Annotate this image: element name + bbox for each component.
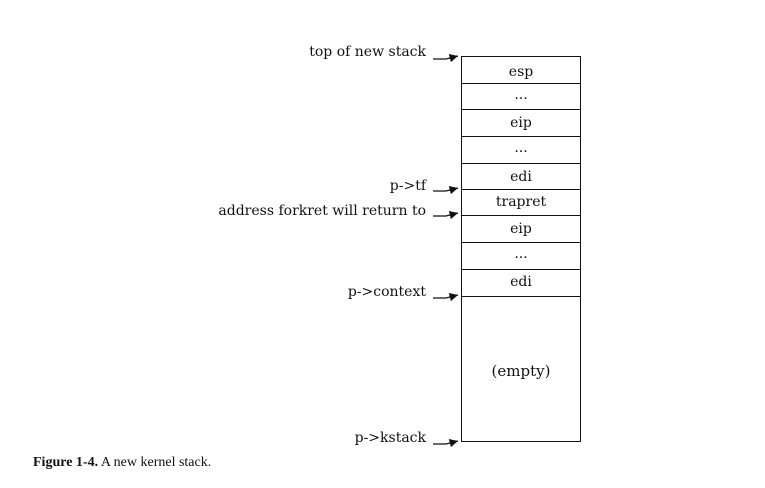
kernel-stack: esp ... eip ... edi trapret eip ... edi …: [461, 56, 581, 442]
cell-label: ...: [514, 246, 528, 262]
cell-label: eip: [510, 115, 532, 131]
arrow-p-context: [433, 292, 459, 302]
stack-cell-edi: edi: [462, 270, 580, 297]
pointer-label-p-kstack: p->kstack: [354, 430, 426, 446]
cell-label: eip: [510, 221, 532, 237]
cell-label: (empty): [491, 362, 551, 380]
arrow-top-of-new-stack: [433, 53, 459, 63]
cell-label: esp: [508, 64, 534, 80]
stack-cell-edi: edi: [462, 164, 580, 190]
arrow-p-kstack: [433, 438, 459, 448]
arrow-forkret-return: [433, 210, 459, 220]
pointer-label-p-context: p->context: [347, 284, 426, 300]
pointer-label-forkret-return: address forkret will return to: [218, 203, 426, 219]
cell-label: edi: [510, 169, 532, 185]
pointer-label-top-of-new-stack: top of new stack: [309, 44, 426, 60]
stack-cell-ellipsis: ...: [462, 137, 580, 164]
stack-cell-eip: eip: [462, 110, 580, 137]
figure-caption: Figure 1-4. A new kernel stack.: [33, 455, 211, 471]
stack-cell-empty: (empty): [462, 297, 580, 441]
cell-label: edi: [510, 274, 532, 290]
stack-cell-esp: esp: [462, 57, 580, 84]
pointer-label-p-tf: p->tf: [389, 178, 426, 194]
cell-label: trapret: [495, 194, 547, 210]
cell-label: ...: [514, 87, 528, 103]
figure-caption-text: A new kernel stack.: [100, 455, 212, 470]
stack-cell-trapret: trapret: [462, 190, 580, 216]
stack-cell-eip: eip: [462, 216, 580, 243]
stack-cell-ellipsis: ...: [462, 243, 580, 270]
cell-label: ...: [514, 140, 528, 156]
arrow-p-tf: [433, 185, 459, 195]
stack-cell-ellipsis: ...: [462, 84, 580, 110]
figure-number: Figure 1-4.: [33, 455, 99, 470]
